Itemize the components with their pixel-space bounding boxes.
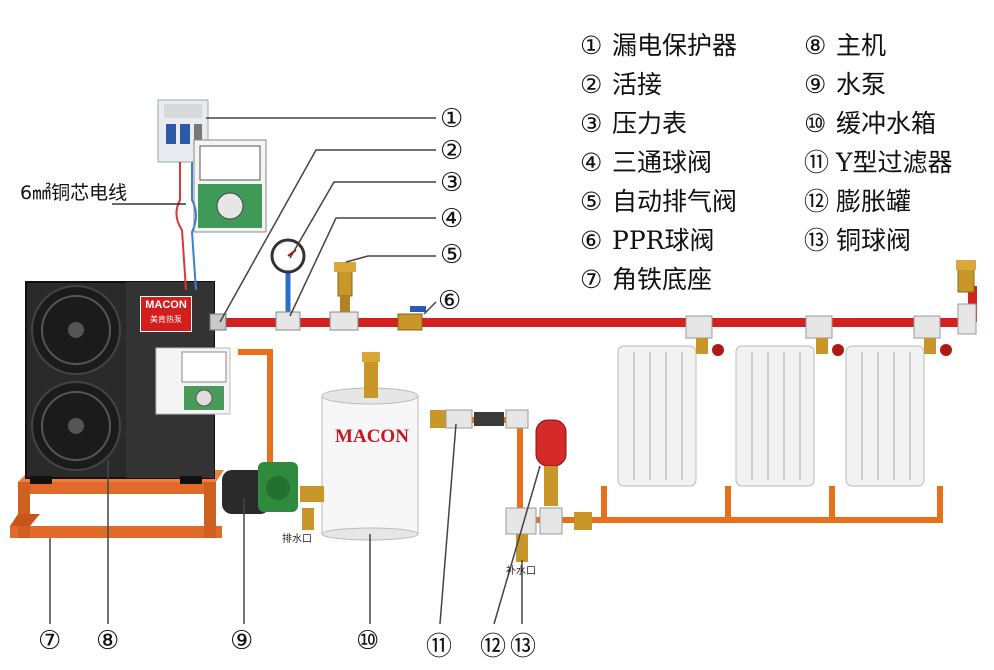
buffer-tank	[321, 352, 419, 541]
callout-11: ⑪	[426, 632, 453, 662]
radiator-1	[617, 345, 697, 487]
power-wires	[112, 162, 197, 291]
callout-7: ⑦	[38, 626, 62, 656]
callout-4: ④	[440, 204, 464, 234]
y-strainer	[430, 409, 529, 429]
callout-1: ①	[440, 104, 464, 134]
drain-label: 排水口	[282, 534, 312, 545]
callout-12: ⑫	[480, 632, 507, 662]
multimeter	[193, 139, 267, 233]
brand-name: MACON	[145, 299, 187, 311]
callout-2: ②	[440, 136, 464, 166]
callout-8: ⑧	[96, 626, 120, 656]
callout-13: ⑬	[510, 632, 537, 662]
callout-9: ⑨	[230, 626, 254, 656]
tank-label: MACON	[335, 426, 409, 447]
callout-5: ⑤	[440, 240, 464, 270]
end-air-vent	[956, 260, 977, 335]
callout-10: ⑩	[356, 626, 380, 656]
brand-plate: MACON 美肯热泵	[140, 296, 192, 332]
radiator-inlet-valves	[685, 315, 952, 356]
callout-leaders	[49, 117, 541, 625]
callout-3: ③	[440, 168, 464, 198]
water-pump	[222, 462, 298, 514]
wire-label: 6㎟铜芯电线	[20, 182, 128, 204]
fill-label: 补水口	[506, 566, 536, 577]
radiator-2	[735, 345, 815, 487]
radiator-3	[845, 345, 925, 487]
expansion-tank	[535, 419, 567, 506]
drain-valve	[300, 486, 324, 530]
brand-sub: 美肯热泵	[150, 315, 182, 324]
auto-air-vent	[329, 262, 359, 331]
fill-tee-and-copper-valve	[505, 507, 592, 562]
angle-iron-base	[10, 470, 224, 538]
callout-6: ⑥	[438, 286, 462, 316]
ppr-ball-valve	[397, 306, 426, 331]
unit-control-panel	[155, 347, 231, 415]
pressure-gauge	[270, 238, 306, 331]
